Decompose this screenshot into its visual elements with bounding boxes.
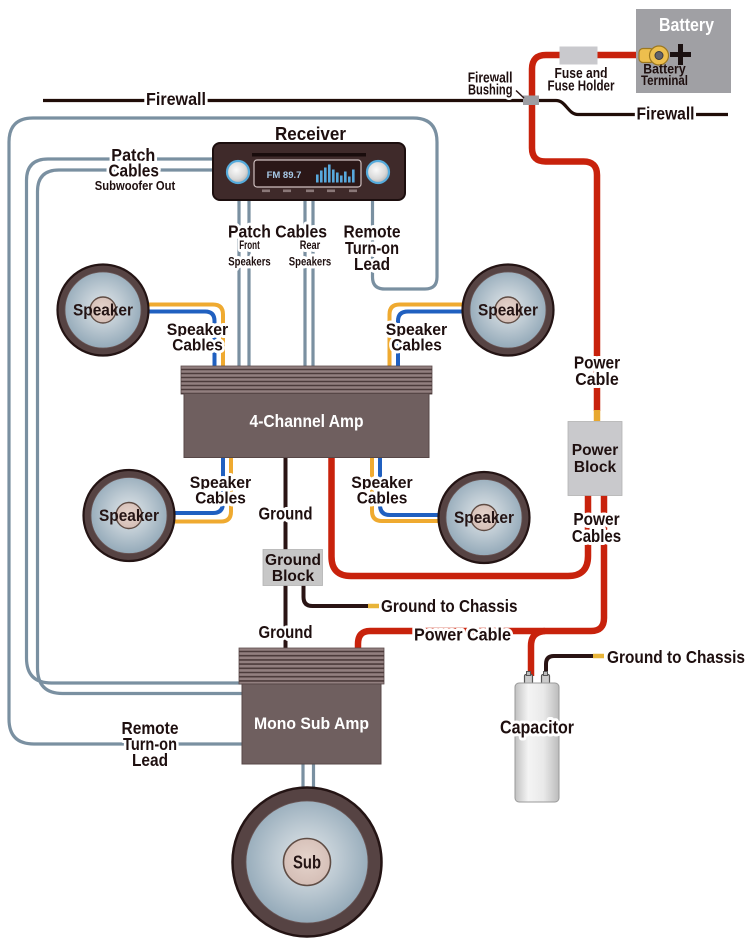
svg-text:Block: Block bbox=[272, 568, 315, 585]
svg-text:Cables: Cables bbox=[172, 336, 223, 355]
svg-text:Speaker: Speaker bbox=[167, 320, 229, 339]
svg-text:Cables: Cables bbox=[391, 336, 442, 355]
svg-text:Ground to Chassis: Ground to Chassis bbox=[607, 647, 745, 667]
svg-text:Power: Power bbox=[572, 442, 619, 459]
svg-text:Firewall: Firewall bbox=[146, 89, 206, 109]
svg-text:Remote: Remote bbox=[344, 222, 401, 242]
svg-text:Turn-on: Turn-on bbox=[123, 734, 177, 754]
svg-text:Battery: Battery bbox=[643, 62, 686, 77]
svg-text:4-Channel Amp: 4-Channel Amp bbox=[250, 411, 364, 431]
svg-text:Ground: Ground bbox=[259, 504, 313, 524]
svg-text:Mono Sub Amp: Mono Sub Amp bbox=[254, 714, 369, 733]
svg-text:Ground: Ground bbox=[259, 622, 313, 642]
svg-text:Ground to Chassis: Ground to Chassis bbox=[381, 596, 518, 616]
svg-text:Speaker: Speaker bbox=[190, 473, 252, 492]
svg-text:Block: Block bbox=[574, 459, 617, 476]
svg-text:Cables: Cables bbox=[108, 161, 159, 181]
svg-text:Speaker: Speaker bbox=[386, 320, 448, 339]
svg-text:Cables: Cables bbox=[572, 526, 622, 546]
svg-text:Rear: Rear bbox=[300, 238, 321, 252]
svg-text:Firewall: Firewall bbox=[637, 104, 695, 124]
svg-text:Fuse Holder: Fuse Holder bbox=[548, 79, 615, 95]
svg-text:Battery: Battery bbox=[659, 15, 714, 35]
svg-text:Subwoofer Out: Subwoofer Out bbox=[95, 179, 176, 193]
svg-text:Receiver: Receiver bbox=[275, 123, 346, 144]
svg-text:Patch: Patch bbox=[111, 145, 155, 165]
svg-text:FM 89.7: FM 89.7 bbox=[267, 170, 302, 181]
svg-text:Front: Front bbox=[239, 238, 260, 252]
svg-text:Power: Power bbox=[574, 353, 620, 373]
svg-text:Speaker: Speaker bbox=[351, 473, 413, 492]
svg-text:Capacitor: Capacitor bbox=[500, 718, 574, 738]
svg-text:Terminal: Terminal bbox=[641, 73, 688, 88]
svg-text:Power Cable: Power Cable bbox=[414, 625, 511, 645]
svg-text:Bushing: Bushing bbox=[468, 83, 513, 99]
svg-text:Sub: Sub bbox=[293, 852, 321, 873]
svg-text:Cable: Cable bbox=[575, 369, 619, 389]
svg-text:Power: Power bbox=[573, 509, 619, 529]
svg-text:Speakers: Speakers bbox=[228, 255, 271, 269]
svg-text:Firewall: Firewall bbox=[468, 71, 513, 87]
svg-text:Ground: Ground bbox=[265, 552, 321, 569]
svg-text:Turn-on: Turn-on bbox=[345, 238, 399, 258]
svg-text:Remote: Remote bbox=[122, 718, 179, 738]
svg-text:Cables: Cables bbox=[195, 489, 246, 508]
svg-text:Patch Cables: Patch Cables bbox=[228, 222, 327, 242]
svg-text:Speakers: Speakers bbox=[289, 255, 332, 269]
svg-text:Lead: Lead bbox=[132, 750, 168, 770]
svg-text:Lead: Lead bbox=[354, 254, 390, 274]
svg-text:Cables: Cables bbox=[357, 489, 408, 508]
svg-text:Fuse and: Fuse and bbox=[555, 66, 608, 82]
